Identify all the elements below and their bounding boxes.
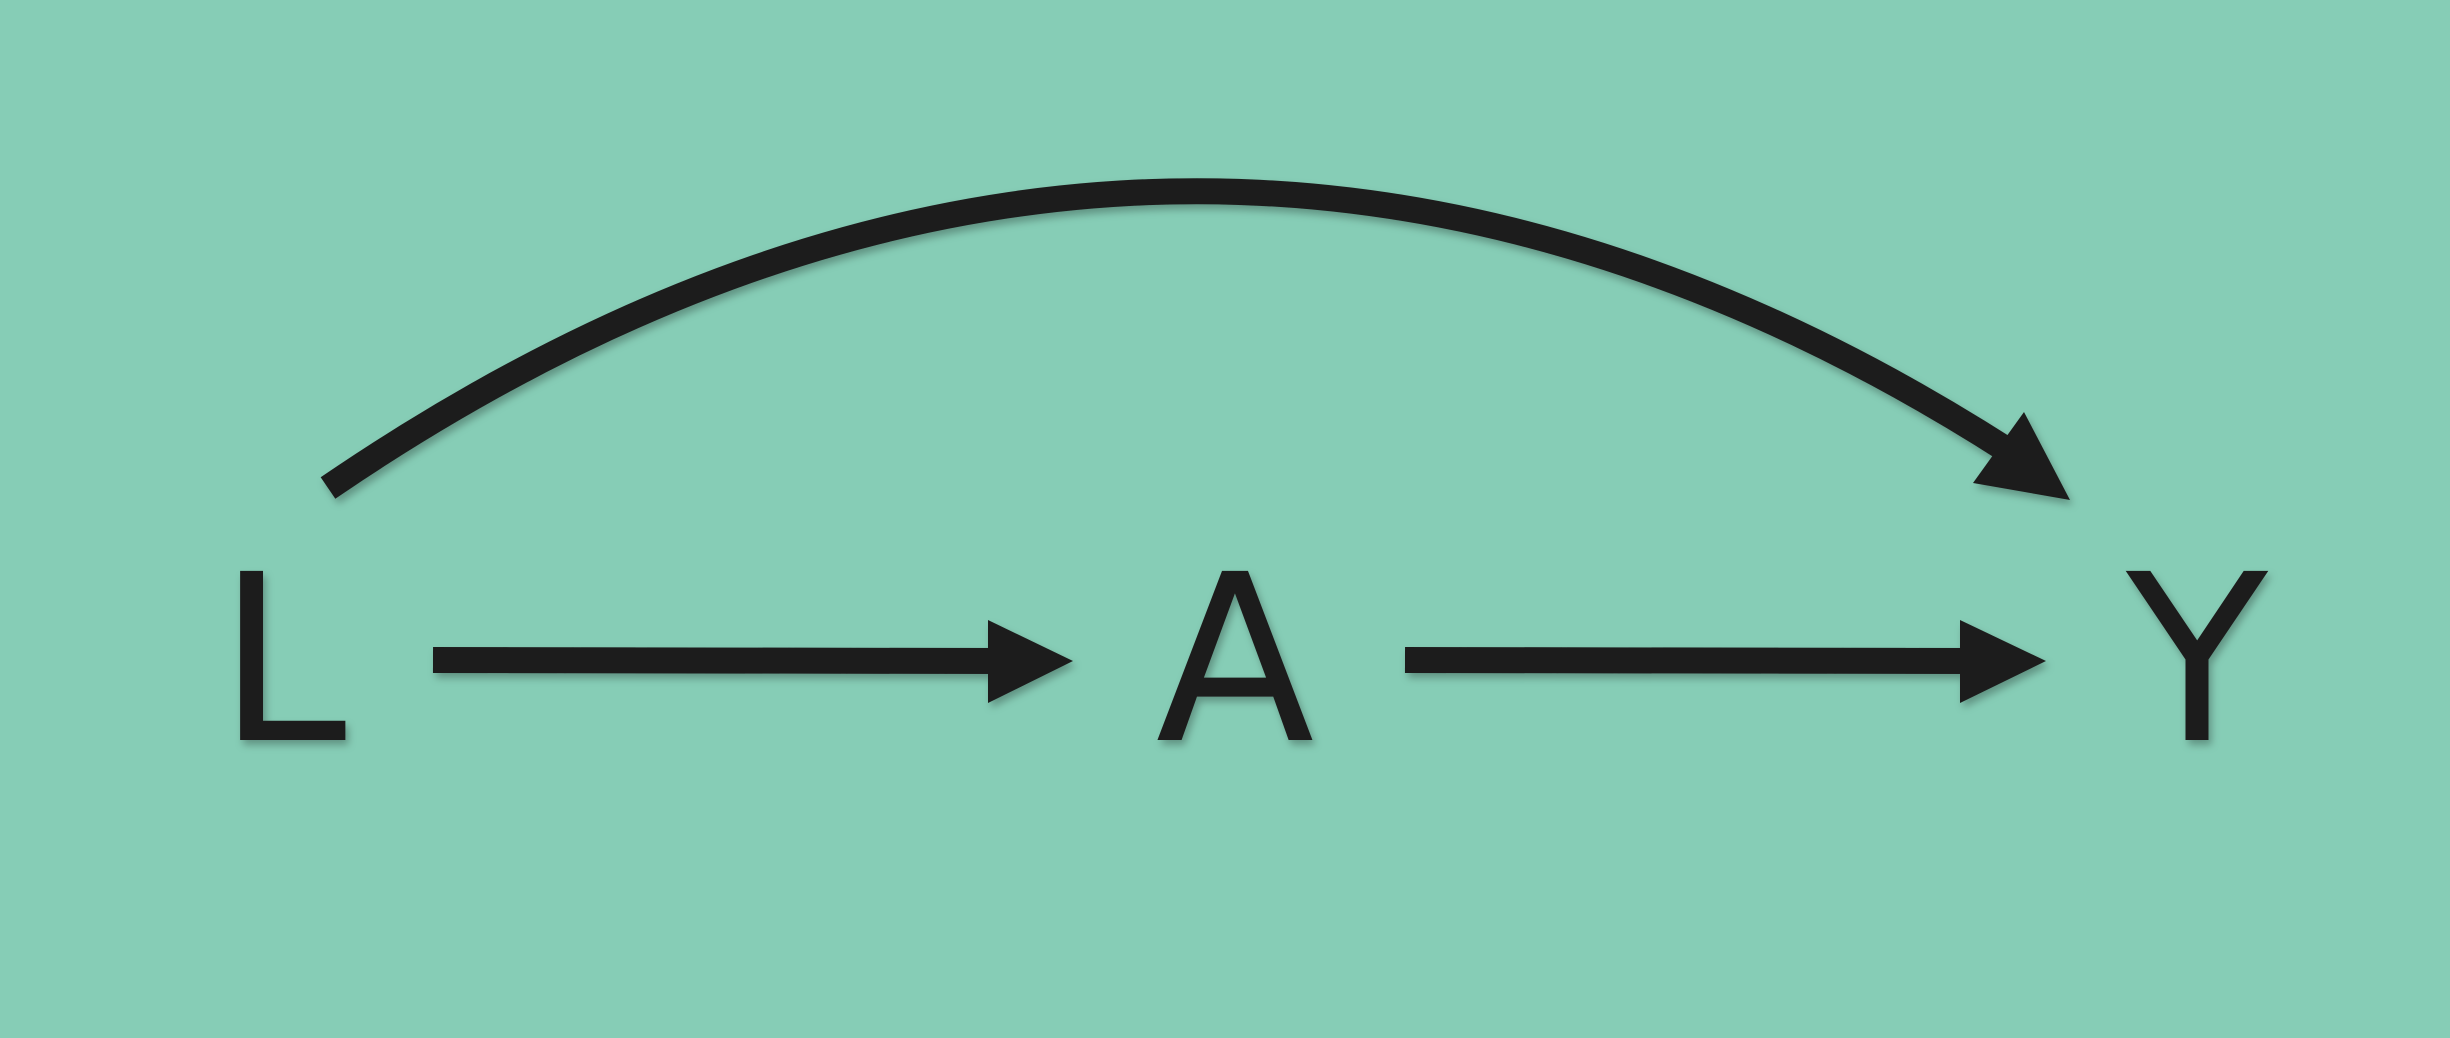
edge-L-to-Y-arc (320, 178, 2018, 499)
edge-A-to-Y-arrowhead (1960, 620, 2046, 703)
edge-A-to-Y-line (1404, 647, 1973, 674)
edge-L-to-A-arrowhead (988, 620, 1073, 703)
edge-L-to-Y (320, 178, 2070, 500)
edge-L-to-A-line (432, 647, 1001, 674)
node-L-label: L (217, 525, 346, 795)
edge-A-to-Y (1404, 620, 2046, 703)
edge-L-to-Y-arrowhead (1973, 412, 2070, 500)
node-A-label: A (1156, 525, 1315, 795)
node-Y-label: Y (2125, 525, 2269, 795)
edge-L-to-A (432, 620, 1073, 703)
